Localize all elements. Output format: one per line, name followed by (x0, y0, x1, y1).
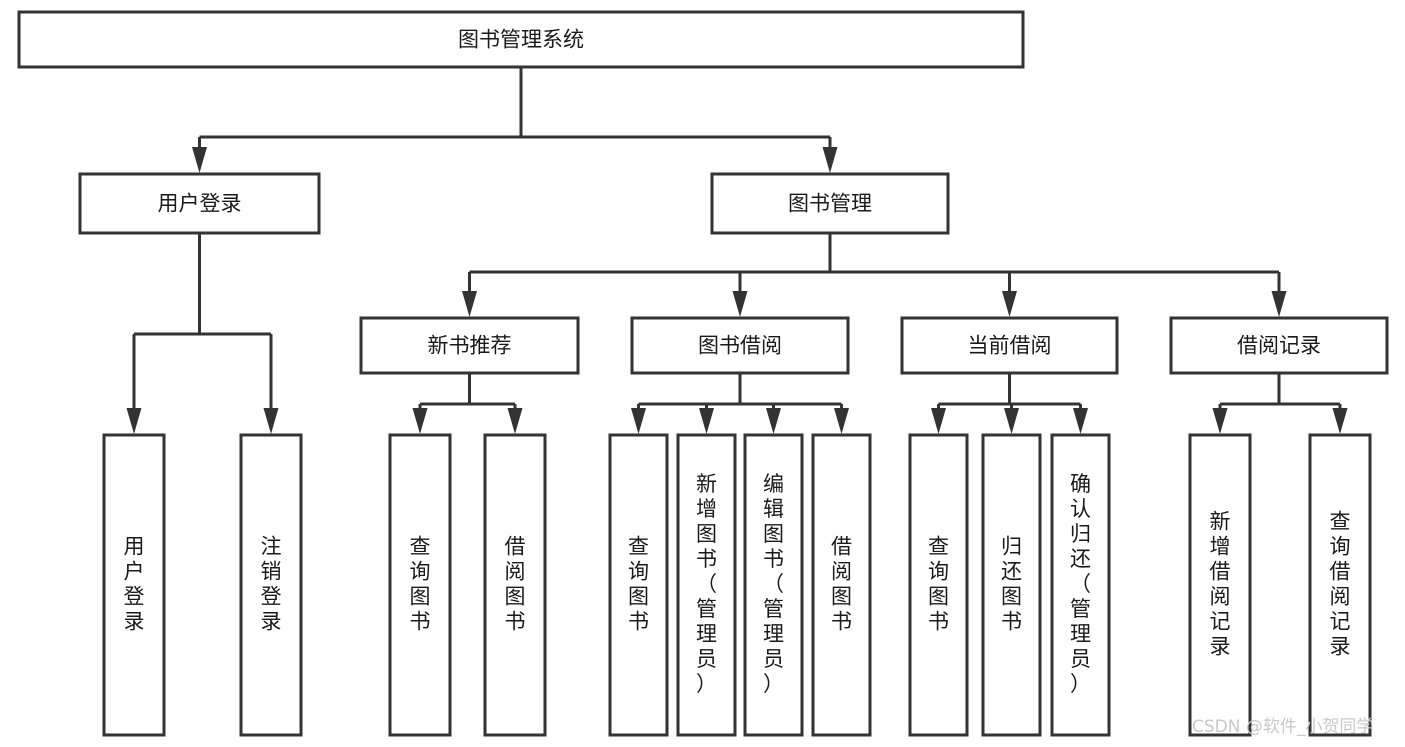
node-label: 查询图书 (628, 535, 649, 634)
connector-group (1212, 373, 1348, 434)
arrow-head-icon (1073, 408, 1088, 434)
node-box[interactable] (608, 433, 669, 737)
connector-group (412, 373, 523, 434)
arrow-head-icon (1332, 408, 1348, 434)
arrow-head-icon (732, 291, 748, 317)
node-leaf-logout-login[interactable]: 注销登录注销登录 (239, 433, 303, 737)
node-user-login[interactable]: 用户登录 (78, 172, 321, 235)
node-leaf-borrow-book-2[interactable]: 借阅图书借阅图书 (811, 433, 872, 737)
node-box[interactable] (908, 433, 969, 737)
node-box[interactable] (359, 316, 580, 375)
node-box[interactable] (981, 433, 1042, 737)
connector-group (126, 233, 279, 434)
arrow-head-icon (834, 408, 849, 434)
node-leaf-add-record[interactable]: 新增借阅记录新增借阅记录 (1188, 433, 1252, 737)
node-label: 查询图书 (928, 535, 949, 634)
node-root[interactable]: 图书管理系统 (17, 10, 1025, 69)
node-label: 图书借阅 (698, 334, 782, 358)
node-leaf-query-book-1[interactable]: 查询图书查询图书 (388, 433, 452, 737)
arrow-head-icon (1212, 408, 1228, 434)
arrow-head-icon (192, 147, 207, 173)
node-label: 借阅图书 (505, 535, 526, 634)
node-leaf-confirm-return[interactable]: 确认归还（管理员）确认归还（管理员） (1050, 433, 1111, 737)
node-box[interactable] (78, 172, 321, 235)
arrow-head-icon (412, 408, 428, 434)
node-label: 借阅图书 (831, 535, 852, 634)
node-borrow-record[interactable]: 借阅记录 (1169, 316, 1389, 375)
node-leaf-query-book-2[interactable]: 查询图书查询图书 (608, 433, 669, 737)
arrow-head-icon (631, 408, 646, 434)
node-label: 注销登录 (261, 535, 282, 634)
arrow-head-icon (822, 147, 838, 173)
node-box[interactable] (743, 433, 804, 737)
connector-group (192, 67, 838, 173)
csdn-watermark: CSDN @软件_小贺同学 (1192, 717, 1373, 737)
arrow-head-icon (126, 408, 142, 434)
node-leaf-borrow-book-1[interactable]: 借阅图书借阅图书 (483, 433, 547, 737)
node-label: 当前借阅 (968, 334, 1052, 358)
node-box[interactable] (900, 316, 1119, 375)
node-leaf-edit-book[interactable]: 编辑图书（管理员）编辑图书（管理员） (743, 433, 804, 737)
node-label: 图书管理系统 (458, 28, 584, 52)
node-leaf-return-book[interactable]: 归还图书归还图书 (981, 433, 1042, 737)
connectors-layer (126, 67, 1348, 434)
node-label: 查询借阅记录 (1330, 510, 1351, 659)
node-label: 图书管理 (788, 192, 872, 216)
node-current-borrow[interactable]: 当前借阅 (900, 316, 1119, 375)
arrow-head-icon (1004, 408, 1019, 434)
node-book-manage[interactable]: 图书管理 (710, 172, 950, 235)
node-box[interactable] (483, 433, 547, 737)
arrow-head-icon (699, 408, 714, 434)
node-label: 查询图书 (410, 535, 431, 634)
node-box[interactable] (239, 433, 303, 737)
node-box[interactable] (1188, 433, 1252, 737)
node-box[interactable] (17, 10, 1025, 69)
node-box[interactable] (1169, 316, 1389, 375)
node-leaf-query-record[interactable]: 查询借阅记录查询借阅记录 (1308, 433, 1372, 737)
node-box[interactable] (811, 433, 872, 737)
node-label: 新增借阅记录 (1210, 510, 1231, 659)
node-box[interactable] (388, 433, 452, 737)
node-box[interactable] (1050, 433, 1111, 737)
arrow-head-icon (462, 291, 477, 317)
node-box[interactable] (102, 433, 166, 737)
node-box[interactable] (1308, 433, 1372, 737)
node-label: 借阅记录 (1237, 334, 1321, 358)
node-box[interactable] (630, 316, 850, 375)
arrow-head-icon (507, 408, 523, 434)
node-box[interactable] (710, 172, 950, 235)
node-box[interactable] (676, 433, 737, 737)
node-label: 确认归还（管理员） (1070, 472, 1091, 696)
node-label: 用户登录 (124, 535, 145, 634)
arrow-head-icon (1002, 291, 1017, 317)
node-label: 新增图书（管理员） (696, 472, 717, 696)
node-leaf-user-login[interactable]: 用户登录用户登录 (102, 433, 166, 737)
node-new-book-recommend[interactable]: 新书推荐 (359, 316, 580, 375)
arrow-head-icon (766, 408, 781, 434)
arrow-head-icon (1271, 291, 1287, 317)
node-book-borrow[interactable]: 图书借阅 (630, 316, 850, 375)
node-leaf-query-book-3[interactable]: 查询图书查询图书 (908, 433, 969, 737)
connector-group (462, 233, 1287, 317)
node-label: 归还图书 (1001, 535, 1022, 634)
connector-group (931, 373, 1088, 434)
node-label: 编辑图书（管理员） (763, 472, 784, 696)
node-leaf-add-book[interactable]: 新增图书（管理员）新增图书（管理员） (676, 433, 737, 737)
node-label: 新书推荐 (428, 334, 512, 358)
connector-group (631, 373, 849, 434)
arrow-head-icon (263, 408, 279, 434)
arrow-head-icon (931, 408, 946, 434)
node-label: 用户登录 (158, 192, 242, 216)
